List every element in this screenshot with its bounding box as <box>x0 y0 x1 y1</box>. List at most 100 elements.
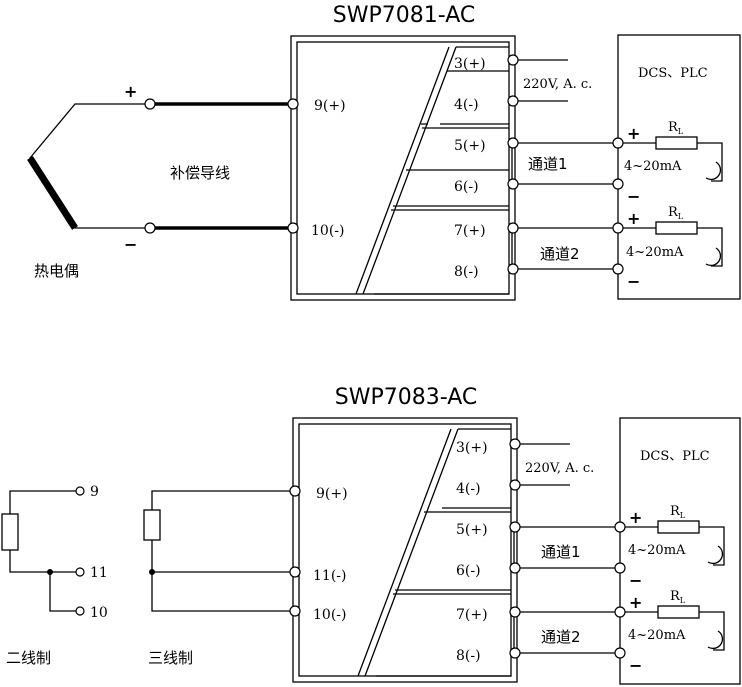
bottom-ch2-resistor <box>657 605 700 619</box>
bottom-terminal-4: 4(-) <box>456 481 481 497</box>
thermocouple-wire <box>29 103 150 229</box>
bottom-ch1-resistor <box>657 520 700 534</box>
bottom-terminal-11: 11(-) <box>313 568 346 584</box>
bottom-ch2-plus: + <box>629 593 642 612</box>
bottom-dcs-ch1-minus-point <box>614 562 626 574</box>
bottom-block-2 <box>395 511 511 591</box>
lead-label-10: 10 <box>90 605 108 621</box>
top-ch1-arrow <box>705 161 722 181</box>
thermocouple-terminal-plus <box>144 98 156 110</box>
bottom-ch1-arrow <box>707 545 724 565</box>
bottom-ch1-plus: + <box>629 508 642 527</box>
three-wire-junction <box>149 569 155 575</box>
thermocouple-label: 热电偶 <box>34 262 79 280</box>
top-terminal-9-point <box>287 98 299 110</box>
bottom-terminal-7: 7(+) <box>456 607 488 623</box>
top-dcs-ch1-plus-point <box>612 137 624 149</box>
two-wire-rtd <box>1 513 19 551</box>
bottom-terminal-9-point <box>289 485 301 497</box>
top-terminal-6-point <box>507 178 519 190</box>
bottom-ch1-rl: RL <box>670 504 686 520</box>
top-dcs-box <box>617 34 741 300</box>
three-wire-label: 三线制 <box>148 649 193 667</box>
two-wire-junction <box>47 569 53 575</box>
top-ch2-resistor <box>655 221 698 235</box>
bottom-ch1-wires <box>513 526 620 569</box>
bottom-ch1-minus: − <box>629 571 642 590</box>
bottom-dcs-ch1-plus-point <box>614 521 626 533</box>
thermocouple-minus: − <box>124 235 137 254</box>
top-terminal-7: 7(+) <box>454 223 486 239</box>
bottom-terminal-6-point <box>509 562 521 574</box>
bottom-block-3 <box>376 593 511 677</box>
bottom-terminal-4-point <box>509 479 521 491</box>
thermocouple-junction <box>27 156 78 230</box>
top-terminal-8-point <box>507 263 519 275</box>
bottom-terminal-8: 8(-) <box>456 648 481 664</box>
top-dcs-ch1-minus-point <box>612 178 624 190</box>
top-ch2-label: 通道2 <box>540 245 580 263</box>
bottom-ch2-current: 4~20mA <box>628 628 686 643</box>
bottom-module-outer <box>292 417 518 683</box>
top-ch2-wires <box>511 227 618 270</box>
bottom-terminal-5-point <box>509 521 521 533</box>
top-dcs-ch2-minus-point <box>612 263 624 275</box>
bottom-dcs-label: DCS、PLC <box>640 449 710 464</box>
bottom-terminal-9: 9(+) <box>316 486 348 502</box>
bottom-terminal-11-point <box>289 566 301 578</box>
lead-label-9: 9 <box>90 484 99 500</box>
top-section: SWP7081-AC 9(+) 10(-) 3(+) 4(-) 5(+) 6(-… <box>27 3 741 301</box>
top-terminal-7-point <box>507 222 519 234</box>
top-block-1 <box>421 46 509 125</box>
bottom-dcs-ch2-plus-point <box>614 606 626 618</box>
three-wire-rtd <box>143 509 161 541</box>
two-wire-terminal-11 <box>75 567 85 577</box>
top-ch1-resistor <box>655 136 698 150</box>
two-wire-label: 二线制 <box>6 649 51 667</box>
bottom-terminal-7-point <box>509 606 521 618</box>
bottom-ch2-wires <box>513 611 620 654</box>
bottom-ch1-loop <box>620 526 725 566</box>
bottom-terminal-6: 6(-) <box>456 563 481 579</box>
top-ch1-minus: − <box>627 187 640 206</box>
bottom-terminal-10: 10(-) <box>313 607 346 623</box>
top-terminal-10: 10(-) <box>311 223 344 239</box>
bottom-dcs-ch2-minus-point <box>614 647 626 659</box>
top-terminal-9: 9(+) <box>314 98 346 114</box>
top-ch1-wires <box>511 142 618 185</box>
bottom-block-1 <box>442 428 511 509</box>
bottom-terminal-3-point <box>509 438 521 450</box>
top-module-outer <box>290 35 516 301</box>
top-terminal-3: 3(+) <box>454 56 486 72</box>
bottom-ch2-minus: − <box>629 656 642 675</box>
two-wire-leads <box>9 490 80 612</box>
top-ch1-rl: RL <box>668 120 684 136</box>
top-dcs-label: DCS、PLC <box>638 66 708 81</box>
bottom-section: SWP7083-AC 9(+) 11(-) 10(-) 3(+) 4(-) 5(… <box>1 385 741 685</box>
bottom-power-lines <box>515 443 570 486</box>
bottom-ch2-loop <box>620 611 725 651</box>
top-ch1-label: 通道1 <box>528 155 568 173</box>
bottom-ch1-label: 通道1 <box>541 543 581 561</box>
top-title: SWP7081-AC <box>333 3 475 28</box>
compensation-wire <box>150 102 293 230</box>
bottom-ch1-current: 4~20mA <box>628 543 686 558</box>
top-terminal-4: 4(-) <box>454 97 479 113</box>
two-wire-terminal-9 <box>75 486 85 496</box>
top-terminal-5-point <box>507 137 519 149</box>
top-ch2-minus: − <box>627 272 640 291</box>
top-ch2-arrow <box>705 247 722 267</box>
three-wire-leads <box>151 490 295 612</box>
top-block-3 <box>374 209 509 295</box>
top-power-label: 220V, A. c. <box>523 77 592 92</box>
comp-wire-label: 补偿导线 <box>170 164 230 182</box>
top-block-2 <box>393 127 509 207</box>
top-terminal-4-point <box>507 95 519 107</box>
top-ch2-loop <box>618 227 723 267</box>
thermocouple-plus: + <box>124 82 137 101</box>
top-power-lines <box>513 59 568 102</box>
top-ch2-plus: + <box>627 209 640 228</box>
top-terminal-8: 8(-) <box>454 264 479 280</box>
lead-label-11: 11 <box>90 565 108 581</box>
